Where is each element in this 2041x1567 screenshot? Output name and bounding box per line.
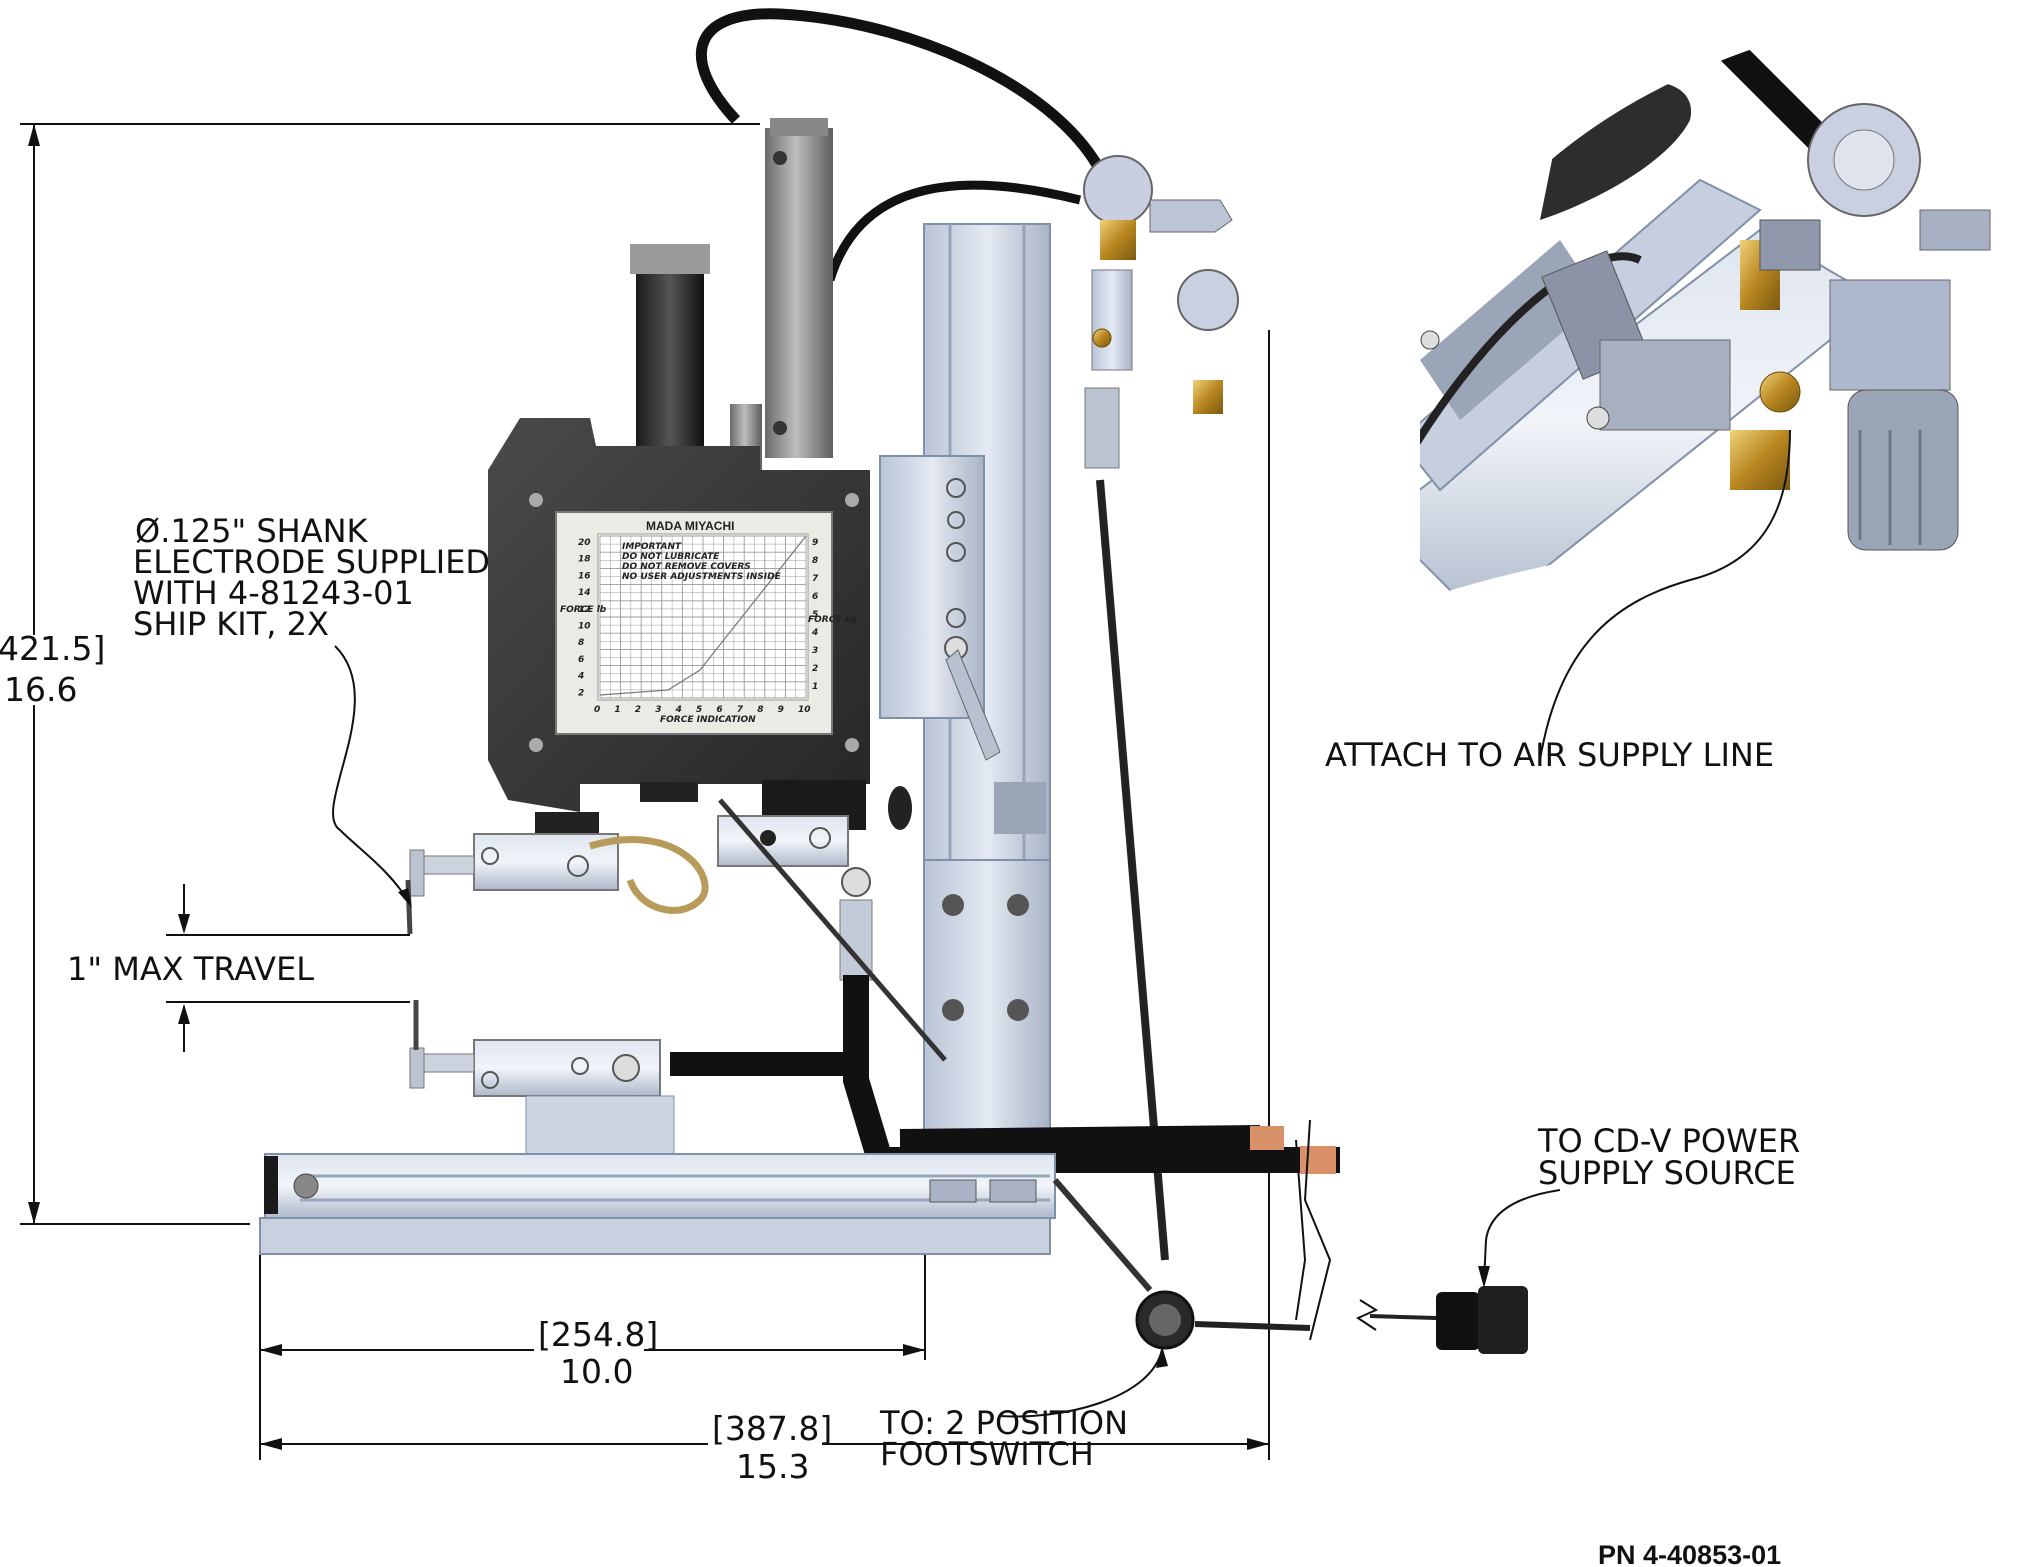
electrode-callout-line3: WITH 4-81243-01 <box>133 574 414 612</box>
footswitch-callout-line2: FOOTSWITCH <box>880 1435 1094 1473</box>
lock-lever <box>945 649 1001 761</box>
electrode-holder-lower <box>409 1000 675 1157</box>
base-rail <box>259 1153 1056 1255</box>
gauge-kg-ticks: 9 8 7 6 5 4 3 2 1 <box>811 538 819 692</box>
pressure-gauge <box>1083 155 1153 225</box>
gauge-lb-tick: 14 <box>578 588 591 598</box>
gauge-grid <box>599 535 807 699</box>
gauge-x-tick: 1 <box>614 705 620 715</box>
gauge-x-tick: 3 <box>655 705 661 715</box>
gauge-lb-tick: 12 <box>578 605 591 615</box>
part-number: PN 4-40853-01 <box>1598 1540 1781 1567</box>
gauge-kg-tick: 2 <box>812 664 818 674</box>
footswitch-callout-line1: TO: 2 POSITION <box>879 1404 1128 1442</box>
height-mm-label: 421.5] <box>0 629 105 668</box>
gauge-x-tick: 9 <box>778 705 784 715</box>
gauge-lb-tick: 4 <box>577 672 584 682</box>
gauge-kg-tick: 3 <box>812 646 818 656</box>
electrode-callout-line2: ELECTRODE SUPPLIED <box>133 543 490 581</box>
gauge-right-axis: FORCE kg <box>808 615 858 625</box>
power-leader <box>1478 1189 1561 1288</box>
gauge-kg-tick: 5 <box>812 610 818 620</box>
gauge-kg-tick: 1 <box>812 682 818 692</box>
gauge-x-tick: 8 <box>757 705 763 715</box>
gauge-x-tick: 5 <box>696 705 702 715</box>
gauge-lb-ticks: 20 18 16 14 12 10 8 6 4 2 <box>577 538 591 698</box>
force-curve <box>599 535 807 696</box>
gauge-kg-tick: 9 <box>812 538 818 548</box>
gauge-lb-tick: 2 <box>578 688 584 698</box>
electrode-leader <box>332 645 412 908</box>
weld-cable <box>843 975 1340 1173</box>
overall-depth-mm-label: [387.8] <box>712 1409 832 1448</box>
gauge-lb-tick: 16 <box>578 571 591 581</box>
gauge-lb-tick: 8 <box>578 638 584 648</box>
gauge-kg-tick: 6 <box>812 592 818 602</box>
gauge-x-tick: 10 <box>798 705 811 715</box>
gauge-note-3: DO NOT REMOVE COVERS <box>622 562 751 572</box>
gauge-lb-tick: 6 <box>578 655 584 665</box>
gauge-note-1: IMPORTANT <box>622 542 682 552</box>
gauge-lb-tick: 20 <box>578 538 591 548</box>
gauge-kg-tick: 7 <box>812 574 819 584</box>
max-travel-markers <box>166 884 410 1052</box>
black-cylinder <box>636 246 704 460</box>
gauge-x-ticks: 0 1 2 3 4 5 6 7 8 9 10 <box>594 705 811 715</box>
gauge-note-4: NO USER ADJUSTMENTS INSIDE <box>622 572 782 582</box>
max-travel-callout: 1" MAX TRAVEL <box>67 950 314 988</box>
electrode-callout-line4: SHIP KIT, 2X <box>133 605 329 643</box>
base-depth-in-label: 10.0 <box>560 1352 633 1391</box>
air-supply-detail-view <box>1420 0 2041 761</box>
height-in-label: 16.6 <box>4 670 77 709</box>
gauge-lb-tick: 10 <box>578 622 591 632</box>
force-gauge: MADA MIYACHI IMPORTANT DO NOT LUBRICATE … <box>555 511 858 735</box>
air-supply-callout: ATTACH TO AIR SUPPLY LINE <box>1325 736 1774 774</box>
height-dimension: 421.5] 16.6 <box>0 123 760 1225</box>
gauge-kg-tick: 8 <box>812 556 818 566</box>
power-connector <box>1436 1292 1480 1350</box>
gauge-bottom-axis: FORCE INDICATION <box>660 715 756 725</box>
footswitch-leader <box>999 1346 1168 1418</box>
electrode-holder-upper <box>405 815 873 981</box>
gauge-x-tick: 4 <box>675 705 682 715</box>
filter-valve <box>1177 269 1239 331</box>
gauge-lb-tick: 18 <box>578 555 591 565</box>
base-depth-mm-label: [254.8] <box>538 1315 658 1354</box>
gauge-kg-tick: 4 <box>811 628 818 638</box>
gauge-brand: MADA MIYACHI <box>646 519 734 533</box>
weld-head-assembly: MADA MIYACHI IMPORTANT DO NOT LUBRICATE … <box>259 8 1528 1354</box>
gauge-x-tick: 0 <box>594 705 600 715</box>
power-callout-line1: TO CD-V POWER <box>1537 1122 1800 1160</box>
gauge-left-axis: FORCE lb <box>560 605 607 615</box>
air-hose-top <box>695 8 1105 173</box>
overall-depth-in-label: 15.3 <box>736 1447 809 1486</box>
power-callout-line2: SUPPLY SOURCE <box>1538 1154 1796 1192</box>
air-hose-mid <box>825 180 1082 282</box>
base-depth-dimension: [254.8] 10.0 <box>259 330 1270 1460</box>
electrode-callout-line1: Ø.125" SHANK <box>135 512 369 550</box>
gauge-x-tick: 7 <box>737 705 744 715</box>
gauge-x-tick: 6 <box>716 705 722 715</box>
gauge-note-2: DO NOT LUBRICATE <box>622 552 720 562</box>
gauge-x-tick: 2 <box>635 705 641 715</box>
overall-depth-dimension: [387.8] 15.3 <box>260 1409 1269 1486</box>
air-cylinder <box>765 128 833 458</box>
